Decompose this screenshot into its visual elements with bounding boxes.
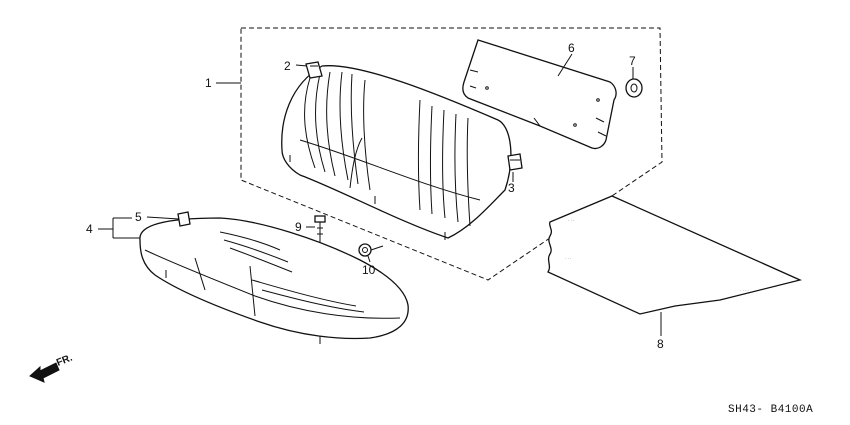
callout-3: 3	[508, 181, 515, 195]
callout-10: 10	[362, 263, 376, 277]
svg-text:· · ·: · · ·	[568, 218, 574, 223]
rear-panel	[462, 39, 617, 150]
nut	[358, 243, 384, 257]
leader-lines	[98, 53, 662, 336]
bolt	[314, 215, 326, 242]
front-direction-label: FR.	[55, 352, 74, 368]
callout-7: 7	[629, 54, 636, 68]
panel-grommet	[625, 78, 643, 98]
front-arrow: FR.	[29, 352, 74, 383]
callout-1: 1	[205, 76, 212, 90]
callout-2: 2	[284, 59, 291, 73]
trunk-mat: · · · · · · · · · ·	[547, 195, 802, 315]
callout-8: 8	[657, 337, 664, 351]
seat-back-hook-lower	[507, 153, 523, 171]
seat-back-hook-upper	[305, 61, 323, 79]
callout-5: 5	[135, 210, 142, 224]
callout-4: 4	[86, 222, 93, 236]
diagram-code: SH43- B4100A	[728, 404, 813, 416]
seat-cushion	[139, 217, 409, 344]
callout-6: 6	[568, 41, 575, 55]
seat-cushion-hook	[177, 211, 191, 227]
callout-9: 9	[295, 220, 302, 234]
svg-text:· · · ·: · · · ·	[740, 288, 749, 293]
seat-back	[281, 65, 512, 240]
svg-text:· · ·: · · ·	[565, 256, 571, 261]
